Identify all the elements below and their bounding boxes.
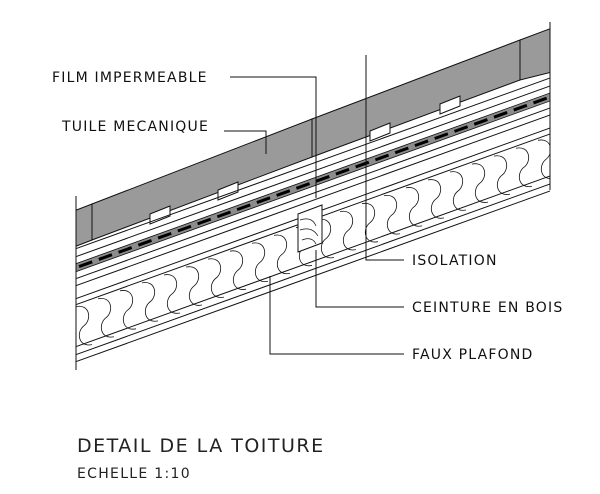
roof-section [76,28,550,363]
batten [369,122,391,142]
film-dashed-line [76,95,550,270]
rafter-line [76,114,550,287]
label-tuile-mecanique: TUILE MECANIQUE [61,119,209,135]
wood-belt-grain [299,218,319,245]
wood-belt-block [297,204,323,253]
label-film-impermeable: FILM IMPERMEABLE [52,70,208,86]
leader-film [230,76,317,198]
rafter-line [76,107,550,280]
drawing-title: DETAIL DE LA TOITURE [77,435,325,457]
wood-belt [297,204,323,253]
leaders [224,55,404,355]
roof-tiles [76,28,550,247]
tile [76,203,93,247]
counter-batten-line [76,77,550,250]
ceiling-line [76,183,550,356]
counter-batten-line [76,85,550,258]
tile [519,28,550,81]
insulation-bottom-line [76,175,550,348]
leader-isolation [365,55,404,261]
waterproof-film [76,92,550,273]
battens [149,95,461,225]
label-faux-plafond: FAUX PLAFOND [412,347,534,363]
insulation-hatch [76,139,550,346]
tile [311,39,521,158]
label-ceinture-en-bois: CEINTURE EN BOIS [412,300,563,316]
leader-faux-plafond [269,276,404,355]
leader-ceinture [315,250,404,308]
drawing-scale: ECHELLE 1:10 [77,466,191,482]
batten [439,95,461,115]
ceiling-line [76,190,550,363]
batten [149,205,171,225]
label-isolation: ISOLATION [412,253,498,269]
leader-tuile [224,130,267,154]
